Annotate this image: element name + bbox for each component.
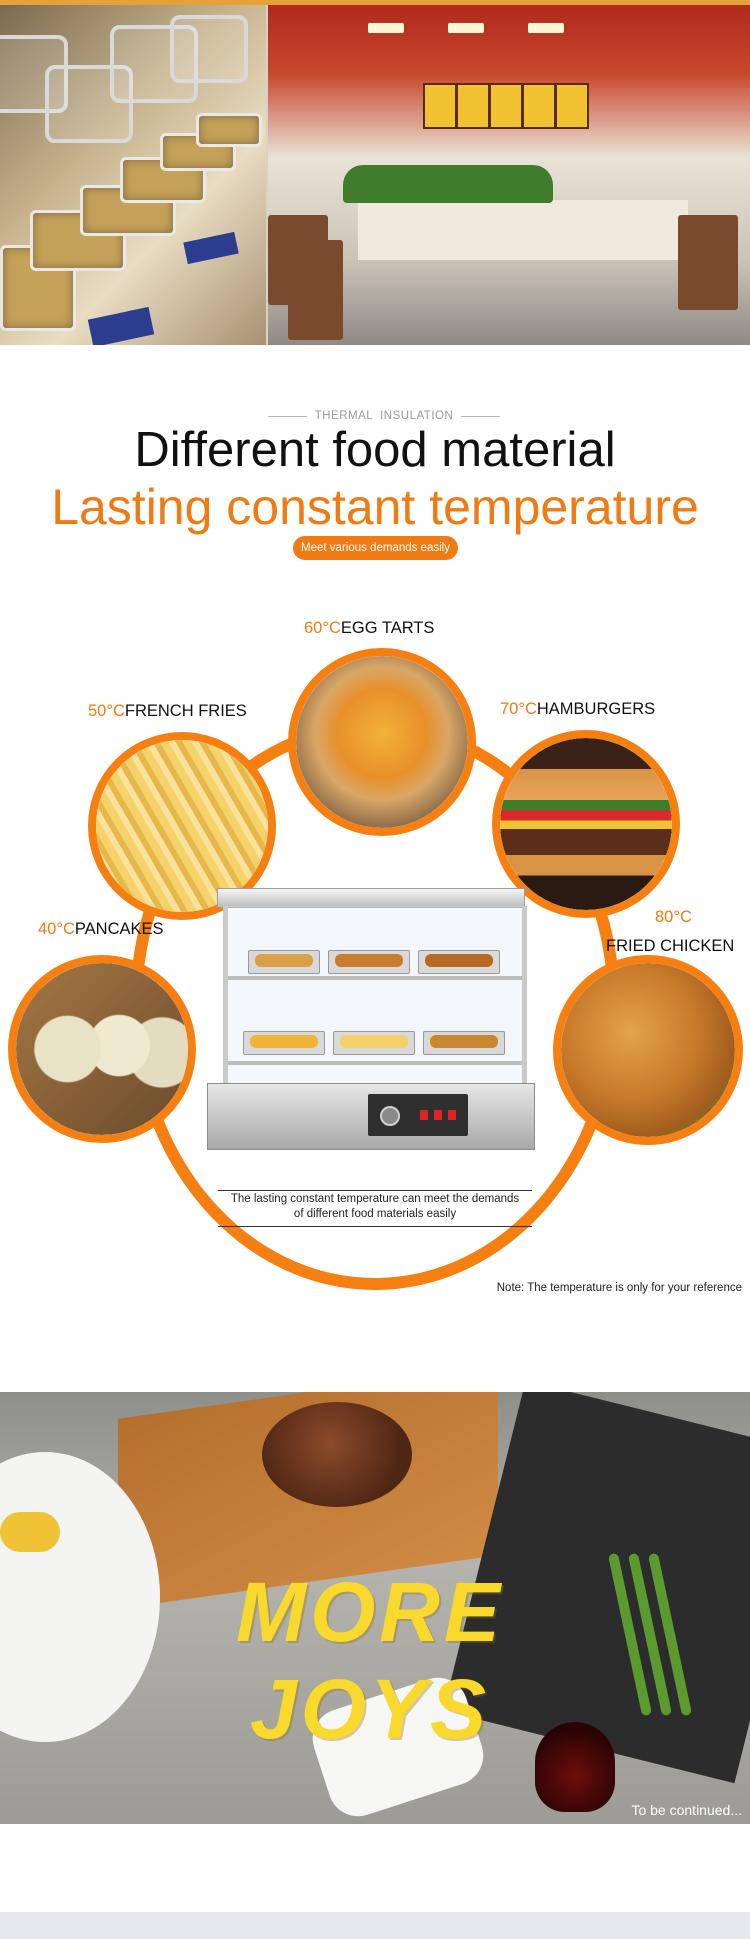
menu-board: [489, 83, 523, 129]
egg-tart-photo: [288, 648, 476, 836]
demands-pill: Meet various demands easily: [293, 536, 458, 560]
control-panel: [368, 1094, 468, 1136]
caption-line-2: of different food materials easily: [293, 1208, 457, 1220]
pan-food: [425, 954, 493, 967]
title-line-2: Lasting constant temperature: [51, 479, 699, 535]
food-pan: [328, 950, 410, 974]
food-pan: [243, 1031, 325, 1055]
counter-plants: [343, 165, 553, 203]
pan-food: [255, 954, 313, 967]
title-line-1: Different food material: [134, 423, 616, 477]
tray-lid: [110, 25, 198, 103]
cabinet-glass: [223, 906, 527, 1086]
tray-lid: [45, 65, 133, 143]
tray-lid: [0, 35, 68, 113]
caption-rule-top: [218, 1190, 532, 1191]
tray-lid: [170, 15, 248, 83]
buffet-trays-photo: [0, 5, 266, 345]
food-warmer-cabinet: [205, 888, 535, 1168]
more-joys-headline: MORE JOYS: [236, 1565, 504, 1756]
top-photo-band: [0, 0, 750, 345]
caption-rule-bottom: [218, 1226, 532, 1227]
food-name: EGG TARTS: [340, 619, 435, 637]
cabinet-shelf: [228, 1061, 522, 1065]
food-label-french-fries: 50°CFRENCH FRIES: [88, 702, 247, 721]
chair: [678, 215, 738, 310]
section-eyebrow: THERMAL INSULATION: [268, 408, 500, 424]
steak: [262, 1402, 412, 1507]
food-name: HAMBURGERS: [536, 700, 656, 718]
food-tray: [196, 113, 262, 147]
corn: [0, 1512, 60, 1552]
chair: [288, 240, 343, 340]
caption-line-1: The lasting constant temperature can mee…: [230, 1193, 520, 1205]
pan-food: [430, 1035, 498, 1048]
ceiling-light: [528, 23, 564, 33]
cabinet-shelf: [228, 976, 522, 980]
cabinet-base: [207, 1083, 535, 1150]
power-switch: [448, 1110, 456, 1120]
napkin: [183, 231, 239, 265]
menu-board: [423, 83, 457, 129]
food-name: FRENCH FRIES: [124, 702, 247, 720]
egg-tart-fill: [296, 656, 468, 828]
wine-glass: [535, 1722, 615, 1812]
food-pan: [418, 950, 500, 974]
food-temp: 70°C: [500, 700, 537, 718]
food-label-hamburgers: 70°CHAMBURGERS: [500, 700, 655, 719]
food-pan: [333, 1031, 415, 1055]
fried-chicken-fill: [561, 963, 735, 1137]
menu-board: [456, 83, 490, 129]
footer-strip: [0, 1912, 750, 1939]
food-temp: 60°C: [304, 619, 341, 637]
food-pan: [248, 950, 320, 974]
fried-chicken-photo: [553, 955, 743, 1145]
food-label-fried-chicken-temp: 80°C: [655, 908, 692, 927]
french-fries-photo: [88, 732, 276, 920]
power-switch: [434, 1110, 442, 1120]
menu-board: [522, 83, 556, 129]
more-joys-banner: MORE JOYS To be continued...: [0, 1392, 750, 1824]
service-counter: [358, 200, 688, 260]
hamburger-photo: [492, 730, 680, 918]
pancake-photo: [8, 955, 196, 1143]
to-be-continued: To be continued...: [631, 1802, 742, 1818]
temperature-note: Note: The temperature is only for your r…: [496, 1282, 742, 1294]
food-label-pancakes: 40°CPANCAKES: [38, 920, 164, 939]
pancake-fill: [16, 963, 188, 1135]
food-label-egg-tarts: 60°CEGG TARTS: [304, 619, 434, 638]
pan-food: [250, 1035, 318, 1048]
cabinet-top: [217, 888, 525, 908]
hamburger-fill: [500, 738, 672, 910]
temperature-knob: [380, 1106, 400, 1126]
menu-board: [555, 83, 589, 129]
eyebrow-line-right: [461, 415, 500, 417]
french-fries-fill: [96, 740, 268, 912]
napkin: [87, 306, 155, 345]
power-switch: [420, 1110, 428, 1120]
food-name: FRIED CHICKEN: [606, 937, 735, 955]
ceiling-light: [368, 23, 404, 33]
eyebrow-text: THERMAL INSULATION: [314, 410, 454, 422]
food-label-fried-chicken-name: FRIED CHICKEN: [606, 937, 734, 956]
ceiling-light: [448, 23, 484, 33]
pan-food: [335, 954, 403, 967]
food-temp: 40°C: [38, 920, 75, 938]
gold-top-strip: [0, 0, 750, 5]
eyebrow-line-left: [268, 415, 307, 417]
food-temp: 50°C: [88, 702, 125, 720]
food-pan: [423, 1031, 505, 1055]
caption: The lasting constant temperature can mee…: [218, 1192, 532, 1222]
restaurant-interior-photo: [268, 5, 750, 345]
pan-food: [340, 1035, 408, 1048]
food-temp: 80°C: [655, 908, 692, 926]
food-name: PANCAKES: [74, 920, 164, 938]
